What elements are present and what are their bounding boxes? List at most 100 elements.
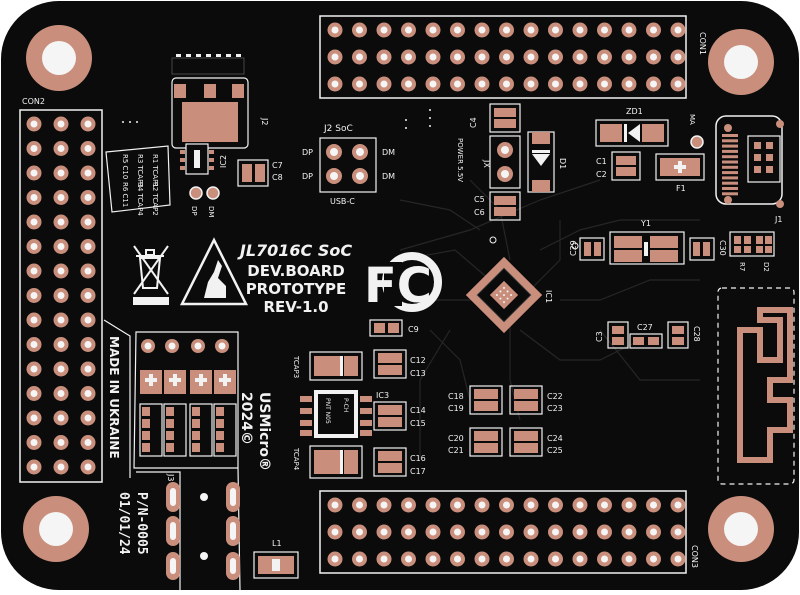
header-con1: CON1: [319, 15, 707, 99]
r7-ref: R7: [738, 262, 746, 271]
header-con2: CON2: [19, 97, 103, 483]
j3-bottom-pad: [213, 403, 237, 457]
con2-pin: [26, 361, 42, 377]
capacitors-c7-c8: C7 C8: [237, 159, 283, 187]
con2-pin: [53, 361, 69, 377]
brand-name: USMicro®: [256, 392, 272, 471]
c28-ref: C28: [692, 326, 701, 342]
c1-ref: C1: [596, 157, 607, 166]
con2-pin: [53, 214, 69, 230]
con1-pin: [523, 22, 539, 38]
c20-ref: C20: [448, 434, 464, 443]
con1-pin: [425, 49, 441, 65]
slotted-holes: [166, 482, 240, 580]
con1-pin: [646, 22, 661, 38]
con1-pin: [352, 49, 367, 65]
con2-pin: [26, 386, 42, 401]
con3-pin: [646, 497, 661, 513]
con1-pin: [597, 76, 612, 92]
con2-pin: [53, 141, 69, 156]
dp-label-2: DP: [302, 172, 313, 181]
con3-pin: [327, 551, 343, 567]
con1-pin: [621, 49, 637, 65]
c21-ref: C21: [448, 446, 464, 455]
con3-pin: [499, 497, 514, 513]
legend-line: R6 C11: [121, 182, 129, 207]
title-block: JL7016C SoC DEV.BOARD PROTOTYPE REV-1.0: [237, 241, 353, 316]
con3-pin: [523, 551, 539, 567]
j1-pin: [722, 176, 738, 180]
con1-pin: [401, 22, 416, 38]
c13-ref: C13: [410, 369, 426, 378]
power-switch-area: C4 JX POWER 5.5V C5 C6 D1: [456, 103, 567, 221]
fuse-f1: F1: [655, 153, 705, 193]
c15-ref: C15: [410, 419, 426, 428]
ic3-marking-1: PNT N05: [324, 398, 331, 424]
con3-pin: [425, 524, 441, 540]
j2-soc-label: J2 SoC: [323, 124, 353, 134]
con2-pin: [53, 386, 69, 401]
con3-pin: [499, 551, 514, 567]
con1-pin: [376, 49, 392, 65]
title-line-4: REV-1.0: [263, 298, 328, 316]
header-con3: CON3: [319, 490, 699, 574]
con3-label: CON3: [690, 545, 699, 568]
ic3-ref: IC3: [376, 391, 389, 400]
con1-pin: [327, 22, 343, 38]
legend-line: R2 TCAP2: [151, 182, 159, 216]
j1-pin: [722, 139, 738, 143]
con3-pin: [621, 551, 637, 567]
con3-pin: [572, 497, 588, 513]
mounting-hole-tl: [26, 25, 92, 91]
pcb-antenna: [717, 287, 795, 485]
j1-pin: [722, 149, 738, 153]
con1-pin: [597, 49, 612, 65]
con3-pins: [327, 497, 686, 567]
ic2-ref: IC2: [219, 155, 228, 168]
d2-ref: D2: [762, 262, 770, 272]
con1-pin: [425, 22, 441, 38]
cap-pair: [469, 385, 503, 415]
con1-pin: [499, 76, 514, 92]
con1-pin: [450, 49, 465, 65]
esd-warning-icon: [179, 237, 249, 306]
con2-pin: [80, 116, 96, 132]
c23-ref: C23: [547, 404, 563, 413]
j3-bottom-pad: [189, 403, 213, 457]
j1-pin: [722, 144, 738, 148]
con1-pin: [670, 76, 686, 92]
mounting-holes: [23, 25, 774, 562]
con2-pin: [26, 459, 42, 475]
con2-pin: [53, 459, 69, 475]
con3-pin: [401, 524, 416, 540]
con3-pin: [548, 524, 563, 540]
cap-pair: [469, 427, 503, 457]
con2-label: CON2: [22, 97, 45, 106]
made-in-text: MADE IN UKRAINE: [107, 336, 121, 459]
con3-pin: [597, 551, 612, 567]
con1-pin: [474, 76, 490, 92]
con2-pin: [26, 288, 42, 303]
con2-pin: [80, 435, 96, 450]
inductor-l1: L1: [253, 539, 299, 579]
j3-ref: J3: [166, 473, 175, 481]
title-line-2: DEV.BOARD: [247, 262, 344, 280]
con2-pin: [53, 116, 69, 132]
con1-pin: [670, 49, 686, 65]
con3-pin: [597, 497, 612, 513]
con1-pin: [646, 76, 661, 92]
c5-ref: C5: [474, 195, 485, 204]
fcc-mark: FC: [364, 258, 432, 314]
con2-pin: [80, 410, 96, 426]
weee-bin-icon: [133, 245, 169, 305]
zener-zd1: ZD1: [595, 107, 669, 147]
con3-pin: [425, 551, 441, 567]
j1-pin: [722, 181, 738, 185]
soc-ic1: IC1: [465, 236, 579, 334]
con3-pin: [352, 497, 367, 513]
con2-pin: [26, 214, 42, 230]
ma-ref: MA: [688, 114, 696, 125]
con2-pin: [80, 459, 96, 475]
con1-pin: [401, 49, 416, 65]
